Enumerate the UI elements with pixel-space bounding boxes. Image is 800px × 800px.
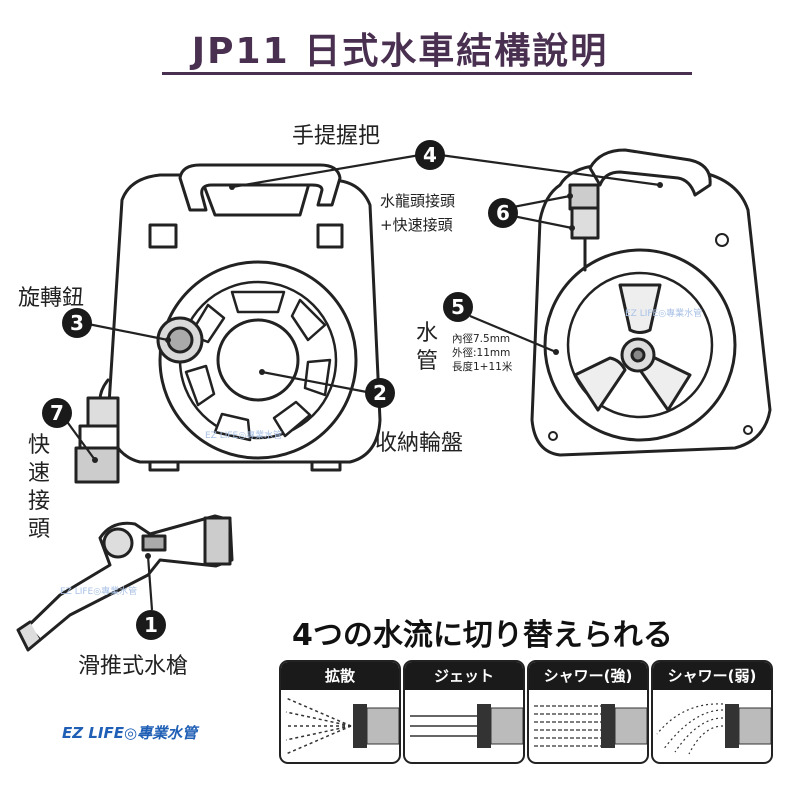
hose-spec-inner: 內徑7.5mm xyxy=(452,333,511,345)
handle-label: 手提握把 xyxy=(292,124,381,149)
watermark-3: EZ LIFE◎專業水管 xyxy=(60,587,138,597)
mode-label: シャワー(強) xyxy=(529,662,647,690)
diffuse-spray-icon xyxy=(285,697,399,755)
mode-card-shower-weak: シャワー(弱) xyxy=(651,660,773,764)
badge-1: 1 xyxy=(136,610,166,640)
strong-shower-icon xyxy=(534,704,647,748)
watermark-2: EZ LIFE◎專業水管 xyxy=(625,309,703,319)
watermark-1: EZ LIFE◎專業水管 xyxy=(205,431,283,441)
quick-connector-drawing xyxy=(74,378,120,484)
mode-card-jet: ジェット xyxy=(403,660,525,764)
hose-label: 水管 xyxy=(415,321,438,374)
right-reel-back-view xyxy=(530,148,772,457)
brand-logo: EZ LIFE◎專業水管 xyxy=(62,724,198,742)
mode-label: ジェット xyxy=(405,662,523,690)
page-title: JP11 日式水車結構說明 xyxy=(191,31,609,72)
quick-connector-label: 快速接頭 xyxy=(27,433,50,542)
badge-6: 6 xyxy=(488,198,518,228)
mode-card-shower-strong: シャワー(強) xyxy=(527,660,649,764)
quick-connector-label-2: +快速接頭 xyxy=(380,216,453,234)
mode-label: シャワー(弱) xyxy=(653,662,771,690)
badge-7: 7 xyxy=(42,398,72,428)
faucet-connector-label: 水龍頭接頭 xyxy=(380,192,456,210)
spray-gun-drawing xyxy=(16,514,234,652)
badge-4: 4 xyxy=(415,140,445,170)
title-underline xyxy=(162,72,692,75)
weak-shower-icon xyxy=(656,703,771,755)
spray-gun-label: 滑推式水槍 xyxy=(78,654,189,679)
modes-heading: 4つの水流に切り替えられる xyxy=(292,618,673,653)
badge-2: 2 xyxy=(365,378,395,408)
badge-5: 5 xyxy=(443,292,473,322)
jet-stream-icon xyxy=(410,704,523,748)
badge-3: 3 xyxy=(62,308,92,338)
hose-spec-outer: 外徑:11mm xyxy=(452,347,511,359)
rotate-knob-label: 旋轉鈕 xyxy=(18,286,85,311)
mode-label: 拡散 xyxy=(281,662,399,690)
left-reel-front-view xyxy=(106,163,382,472)
hose-spec-length: 長度1+11米 xyxy=(452,361,513,373)
reel-label: 收納輪盤 xyxy=(375,431,464,456)
mode-card-diffuse: 拡散 xyxy=(279,660,401,764)
